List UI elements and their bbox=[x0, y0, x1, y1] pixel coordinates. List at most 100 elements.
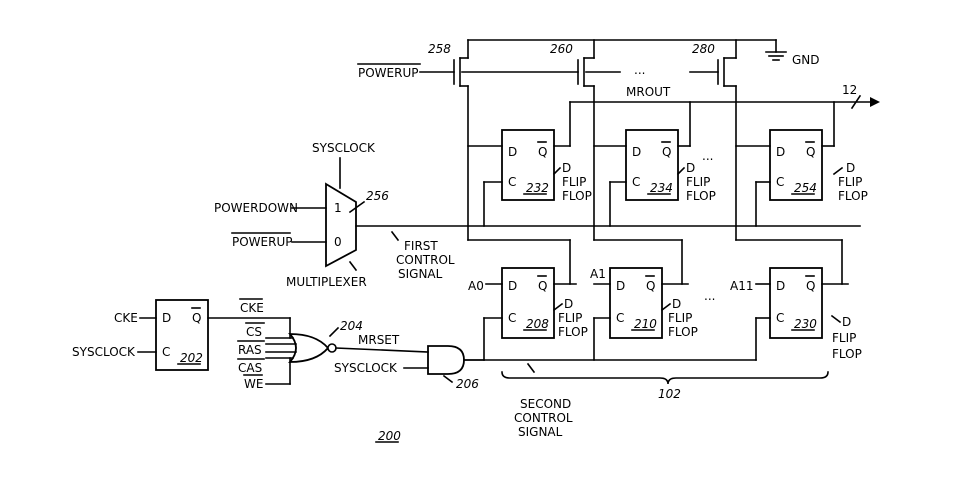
svg-text:C: C bbox=[508, 311, 516, 325]
svg-text:SIGNAL: SIGNAL bbox=[398, 267, 443, 281]
svg-text:D: D bbox=[508, 279, 517, 293]
svg-text:Q: Q bbox=[646, 279, 655, 293]
nor-input-we: WE bbox=[244, 377, 263, 391]
flipflop-234: D Q C 234 D FLIP FLOP ... bbox=[593, 129, 716, 203]
a11-label: A11 bbox=[730, 279, 753, 293]
mux-ref-label: 256 bbox=[366, 189, 389, 203]
svg-text:D: D bbox=[846, 161, 855, 175]
nor-ref-label: 204 bbox=[340, 319, 363, 333]
bus-width-label: 12 bbox=[842, 83, 857, 97]
flipflop-232: D Q C 232 D FLIP FLOP bbox=[467, 129, 592, 203]
flipflop-210-label: 210 bbox=[634, 317, 657, 331]
flipflop-210: D Q C 210 A1 D FLIP FLOP ... bbox=[590, 267, 715, 339]
svg-text:C: C bbox=[616, 311, 624, 325]
bottom-flipflop-row: D Q C 208 A0 D FLIP FLOP D Q C 210 A1 bbox=[461, 267, 862, 361]
svg-text:Q: Q bbox=[806, 145, 815, 159]
svg-text:Q: Q bbox=[192, 311, 201, 325]
svg-text:CONTROL: CONTROL bbox=[514, 411, 573, 425]
sysclock-ff-label: SYSCLOCK bbox=[72, 345, 136, 359]
bracket-ref-label: 102 bbox=[658, 387, 681, 401]
svg-text:FIRST: FIRST bbox=[404, 239, 438, 253]
svg-text:FLOP: FLOP bbox=[668, 325, 698, 339]
and-ref-label: 206 bbox=[456, 377, 479, 391]
svg-text:C: C bbox=[162, 345, 170, 359]
svg-text:FLIP: FLIP bbox=[686, 175, 710, 189]
svg-text:D: D bbox=[632, 145, 641, 159]
svg-text:D: D bbox=[842, 315, 851, 329]
svg-text:FLOP: FLOP bbox=[562, 189, 592, 203]
svg-text:FLIP: FLIP bbox=[668, 311, 692, 325]
flipflop-208-label: 208 bbox=[526, 317, 549, 331]
sysclock-and-label: SYSCLOCK bbox=[334, 361, 398, 375]
flipflop-202-label: 202 bbox=[180, 351, 203, 365]
svg-text:0: 0 bbox=[334, 235, 342, 249]
flipflop-230: D Q C 230 A11 D FLIP FLOP bbox=[730, 267, 862, 361]
svg-text:D: D bbox=[616, 279, 625, 293]
flipflop-232-label: 232 bbox=[526, 181, 549, 195]
nor-input-ras: RAS bbox=[238, 343, 262, 357]
svg-text:FLOP: FLOP bbox=[558, 325, 588, 339]
svg-text:Q: Q bbox=[806, 279, 815, 293]
svg-text:D: D bbox=[162, 311, 171, 325]
mux-name-label: MULTIPLEXER bbox=[286, 275, 367, 289]
svg-text:FLIP: FLIP bbox=[562, 175, 586, 189]
svg-text:FLOP: FLOP bbox=[832, 347, 862, 361]
svg-text:D: D bbox=[672, 297, 681, 311]
nor-input-cke: CKE bbox=[240, 301, 264, 315]
svg-text:D: D bbox=[562, 161, 571, 175]
mrout-bus: 12 MROUT bbox=[569, 83, 880, 147]
transistor-row: GND POWERUP 258 260 ... bbox=[357, 39, 820, 241]
svg-text:Q: Q bbox=[538, 279, 547, 293]
svg-text:D: D bbox=[686, 161, 695, 175]
svg-text:C: C bbox=[776, 175, 784, 189]
flipflop-234-label: 234 bbox=[650, 181, 673, 195]
svg-text:FLOP: FLOP bbox=[686, 189, 716, 203]
svg-text:Q: Q bbox=[662, 145, 671, 159]
powerdown-label: POWERDOWN bbox=[214, 201, 298, 215]
ground-icon bbox=[765, 51, 787, 61]
figure-number: 200 bbox=[378, 429, 401, 443]
svg-text:FLIP: FLIP bbox=[832, 331, 856, 345]
a0-label: A0 bbox=[468, 279, 484, 293]
svg-text:CONTROL: CONTROL bbox=[396, 253, 455, 267]
flipflop-254-label: 254 bbox=[794, 181, 817, 195]
powerup-top-label: POWERUP bbox=[358, 66, 419, 80]
svg-text:D: D bbox=[776, 145, 785, 159]
mrset-label: MRSET bbox=[358, 333, 400, 347]
mux-sysclock-label: SYSCLOCK bbox=[312, 141, 376, 155]
bracket-102: 102 SECOND CONTROL SIGNAL bbox=[501, 362, 829, 439]
svg-text:C: C bbox=[632, 175, 640, 189]
svg-text:FLOP: FLOP bbox=[838, 189, 868, 203]
svg-text:C: C bbox=[508, 175, 516, 189]
flipflop-208: D Q C 208 A0 D FLIP FLOP bbox=[468, 267, 588, 339]
svg-text:FLIP: FLIP bbox=[558, 311, 582, 325]
transistor-280-label: 280 bbox=[692, 42, 715, 56]
svg-text:D: D bbox=[776, 279, 785, 293]
svg-text:C: C bbox=[776, 311, 784, 325]
transistor-258-label: 258 bbox=[428, 42, 451, 56]
transistor-260-label: 260 bbox=[550, 42, 573, 56]
cke-input-label: CKE bbox=[114, 311, 138, 325]
mrout-label: MROUT bbox=[626, 85, 671, 99]
nor-input-cas: CAS bbox=[238, 361, 262, 375]
flipflop-202: D Q C 202 CKE SYSCLOCK bbox=[72, 299, 291, 371]
bottom-row-ellipsis: ... bbox=[704, 289, 715, 303]
svg-text:Q: Q bbox=[538, 145, 547, 159]
nor-gate-204: CKE CS RAS CAS WE 204 bbox=[237, 298, 363, 391]
flipflop-254: D Q C 254 D FLIP FLOP bbox=[735, 129, 868, 203]
top-flipflop-row: D Q C 232 D FLIP FLOP D Q C 234 bbox=[467, 129, 868, 227]
svg-text:SECOND: SECOND bbox=[520, 397, 571, 411]
gnd-label: GND bbox=[792, 53, 820, 67]
powerup-mux-label: POWERUP bbox=[232, 235, 293, 249]
and-gate-206: MRSET SYSCLOCK 206 bbox=[334, 333, 485, 391]
svg-text:FLIP: FLIP bbox=[838, 175, 862, 189]
nor-input-cs: CS bbox=[246, 325, 262, 339]
transistor-280: 280 bbox=[692, 39, 737, 241]
transistor-258: 258 bbox=[428, 39, 469, 241]
a1-label: A1 bbox=[590, 267, 606, 281]
svg-text:D: D bbox=[508, 145, 517, 159]
transistor-ellipsis: ... bbox=[634, 63, 645, 77]
svg-text:SIGNAL: SIGNAL bbox=[518, 425, 563, 439]
svg-text:D: D bbox=[564, 297, 573, 311]
